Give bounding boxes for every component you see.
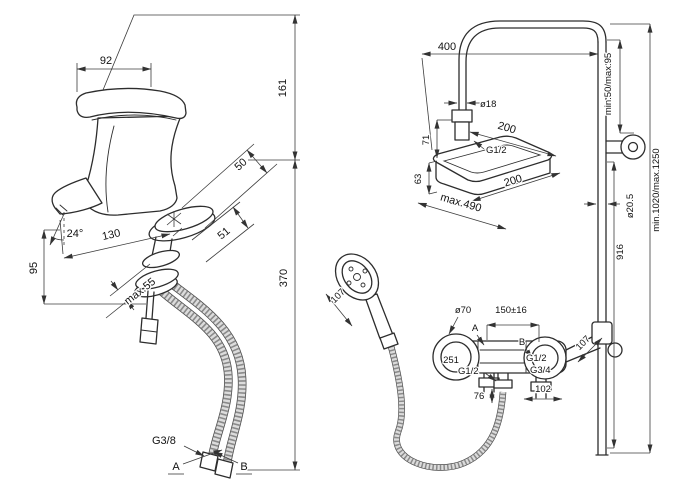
head-connector: [451, 109, 473, 141]
shower-system-drawing: 400 ø18 200 G1/2 71 63: [325, 20, 663, 471]
dim-dia18: ø18: [444, 98, 498, 111]
dim-150pm16-label: 150±16: [495, 305, 527, 316]
dim-71-label: 71: [421, 135, 432, 146]
dim-min50max95: min.50/max.95: [602, 39, 634, 134]
flexible-hoses: [157, 280, 247, 465]
outlet-nut: [493, 379, 513, 389]
hand-shower: [334, 253, 399, 350]
mounting-nut: [135, 268, 179, 290]
hose-end-fittings: [199, 451, 234, 479]
g12-head: G1/2: [473, 140, 508, 157]
dim-dia205: ø20.5: [584, 193, 637, 219]
dim-92: 92: [76, 54, 152, 92]
dim-130: 130: [59, 219, 183, 259]
dim-95-label: 95: [28, 262, 40, 274]
faucet-body: [51, 87, 187, 216]
dim-102: 102: [523, 383, 563, 402]
dim-150pm16: 150±16: [486, 304, 540, 342]
dim-dia70-label: ø70: [455, 305, 471, 316]
dim-92-label: 92: [100, 55, 112, 67]
dim-916: 916: [607, 161, 627, 449]
dim-76: 76: [472, 388, 495, 404]
dim-161-370: 161 370: [102, 14, 300, 471]
pipe-diverter: [591, 321, 613, 345]
dim-dia205-label: ø20.5: [625, 194, 636, 218]
dim-916-label: 916: [615, 244, 626, 260]
g12-head-label: G1/2: [486, 145, 507, 156]
g12-right-label: G1/2: [526, 353, 547, 364]
dim-50-label: 50: [232, 156, 249, 173]
label-b: B: [240, 461, 247, 473]
dim-200-top: 200: [469, 119, 557, 157]
g38-label: G3/8: [152, 435, 176, 447]
dim-251-label: 251: [443, 355, 459, 366]
basin-mixer-drawing: 24° 92 161 370 50 51: [27, 14, 300, 479]
valve-thread-labels: G1/2 G3/4 G1/2 251: [442, 352, 552, 382]
dim-max490: max.490: [417, 190, 507, 230]
dim-130-label: 130: [101, 227, 122, 243]
dim-min1020max1250-label: min.1020/max.1250: [651, 148, 662, 231]
dim-min1020max1250: min.1020/max.1250: [610, 23, 663, 454]
hand-shower-hose: [387, 345, 507, 471]
spout: [51, 177, 103, 215]
dim-max55: max.55: [105, 263, 159, 319]
dim-200-bottom: 200: [471, 171, 561, 202]
dim-400-label: 400: [438, 41, 456, 53]
wall-bracket: [605, 134, 646, 160]
dim-63-label: 63: [413, 174, 424, 185]
dim-min50max95-label: min.50/max.95: [603, 53, 614, 115]
dim-102-label: 102: [535, 384, 551, 395]
dim-161-label: 161: [277, 79, 289, 97]
dim-71: 71: [420, 119, 452, 159]
dim-63: 63: [412, 160, 438, 195]
connection-b-nut: [530, 381, 552, 392]
valve-label-b: B: [519, 337, 525, 348]
g34-label: G3/4: [530, 365, 551, 376]
valve-label-a: A: [472, 323, 479, 334]
dim-51-label: 51: [216, 225, 233, 242]
washer: [141, 249, 181, 269]
g12-outlet-label: G1/2: [458, 366, 479, 377]
dim-dia70: ø70: [448, 304, 472, 335]
dim-400: 400: [421, 40, 599, 151]
dim-200-top-label: 200: [496, 120, 517, 137]
dim-24deg-label: 24°: [67, 228, 84, 240]
label-a: A: [172, 461, 180, 473]
dim-370-label: 370: [278, 269, 290, 287]
dim-dia18-label: ø18: [480, 99, 496, 110]
connection-labels: G3/8 A B: [151, 434, 252, 475]
riser-pipe: [458, 20, 609, 456]
center-mark: [166, 211, 182, 227]
valve-ab-labels: A B: [471, 322, 533, 359]
water-arrow: [49, 213, 65, 246]
dim-76-label: 76: [474, 391, 485, 402]
handle-lever: [75, 87, 187, 120]
